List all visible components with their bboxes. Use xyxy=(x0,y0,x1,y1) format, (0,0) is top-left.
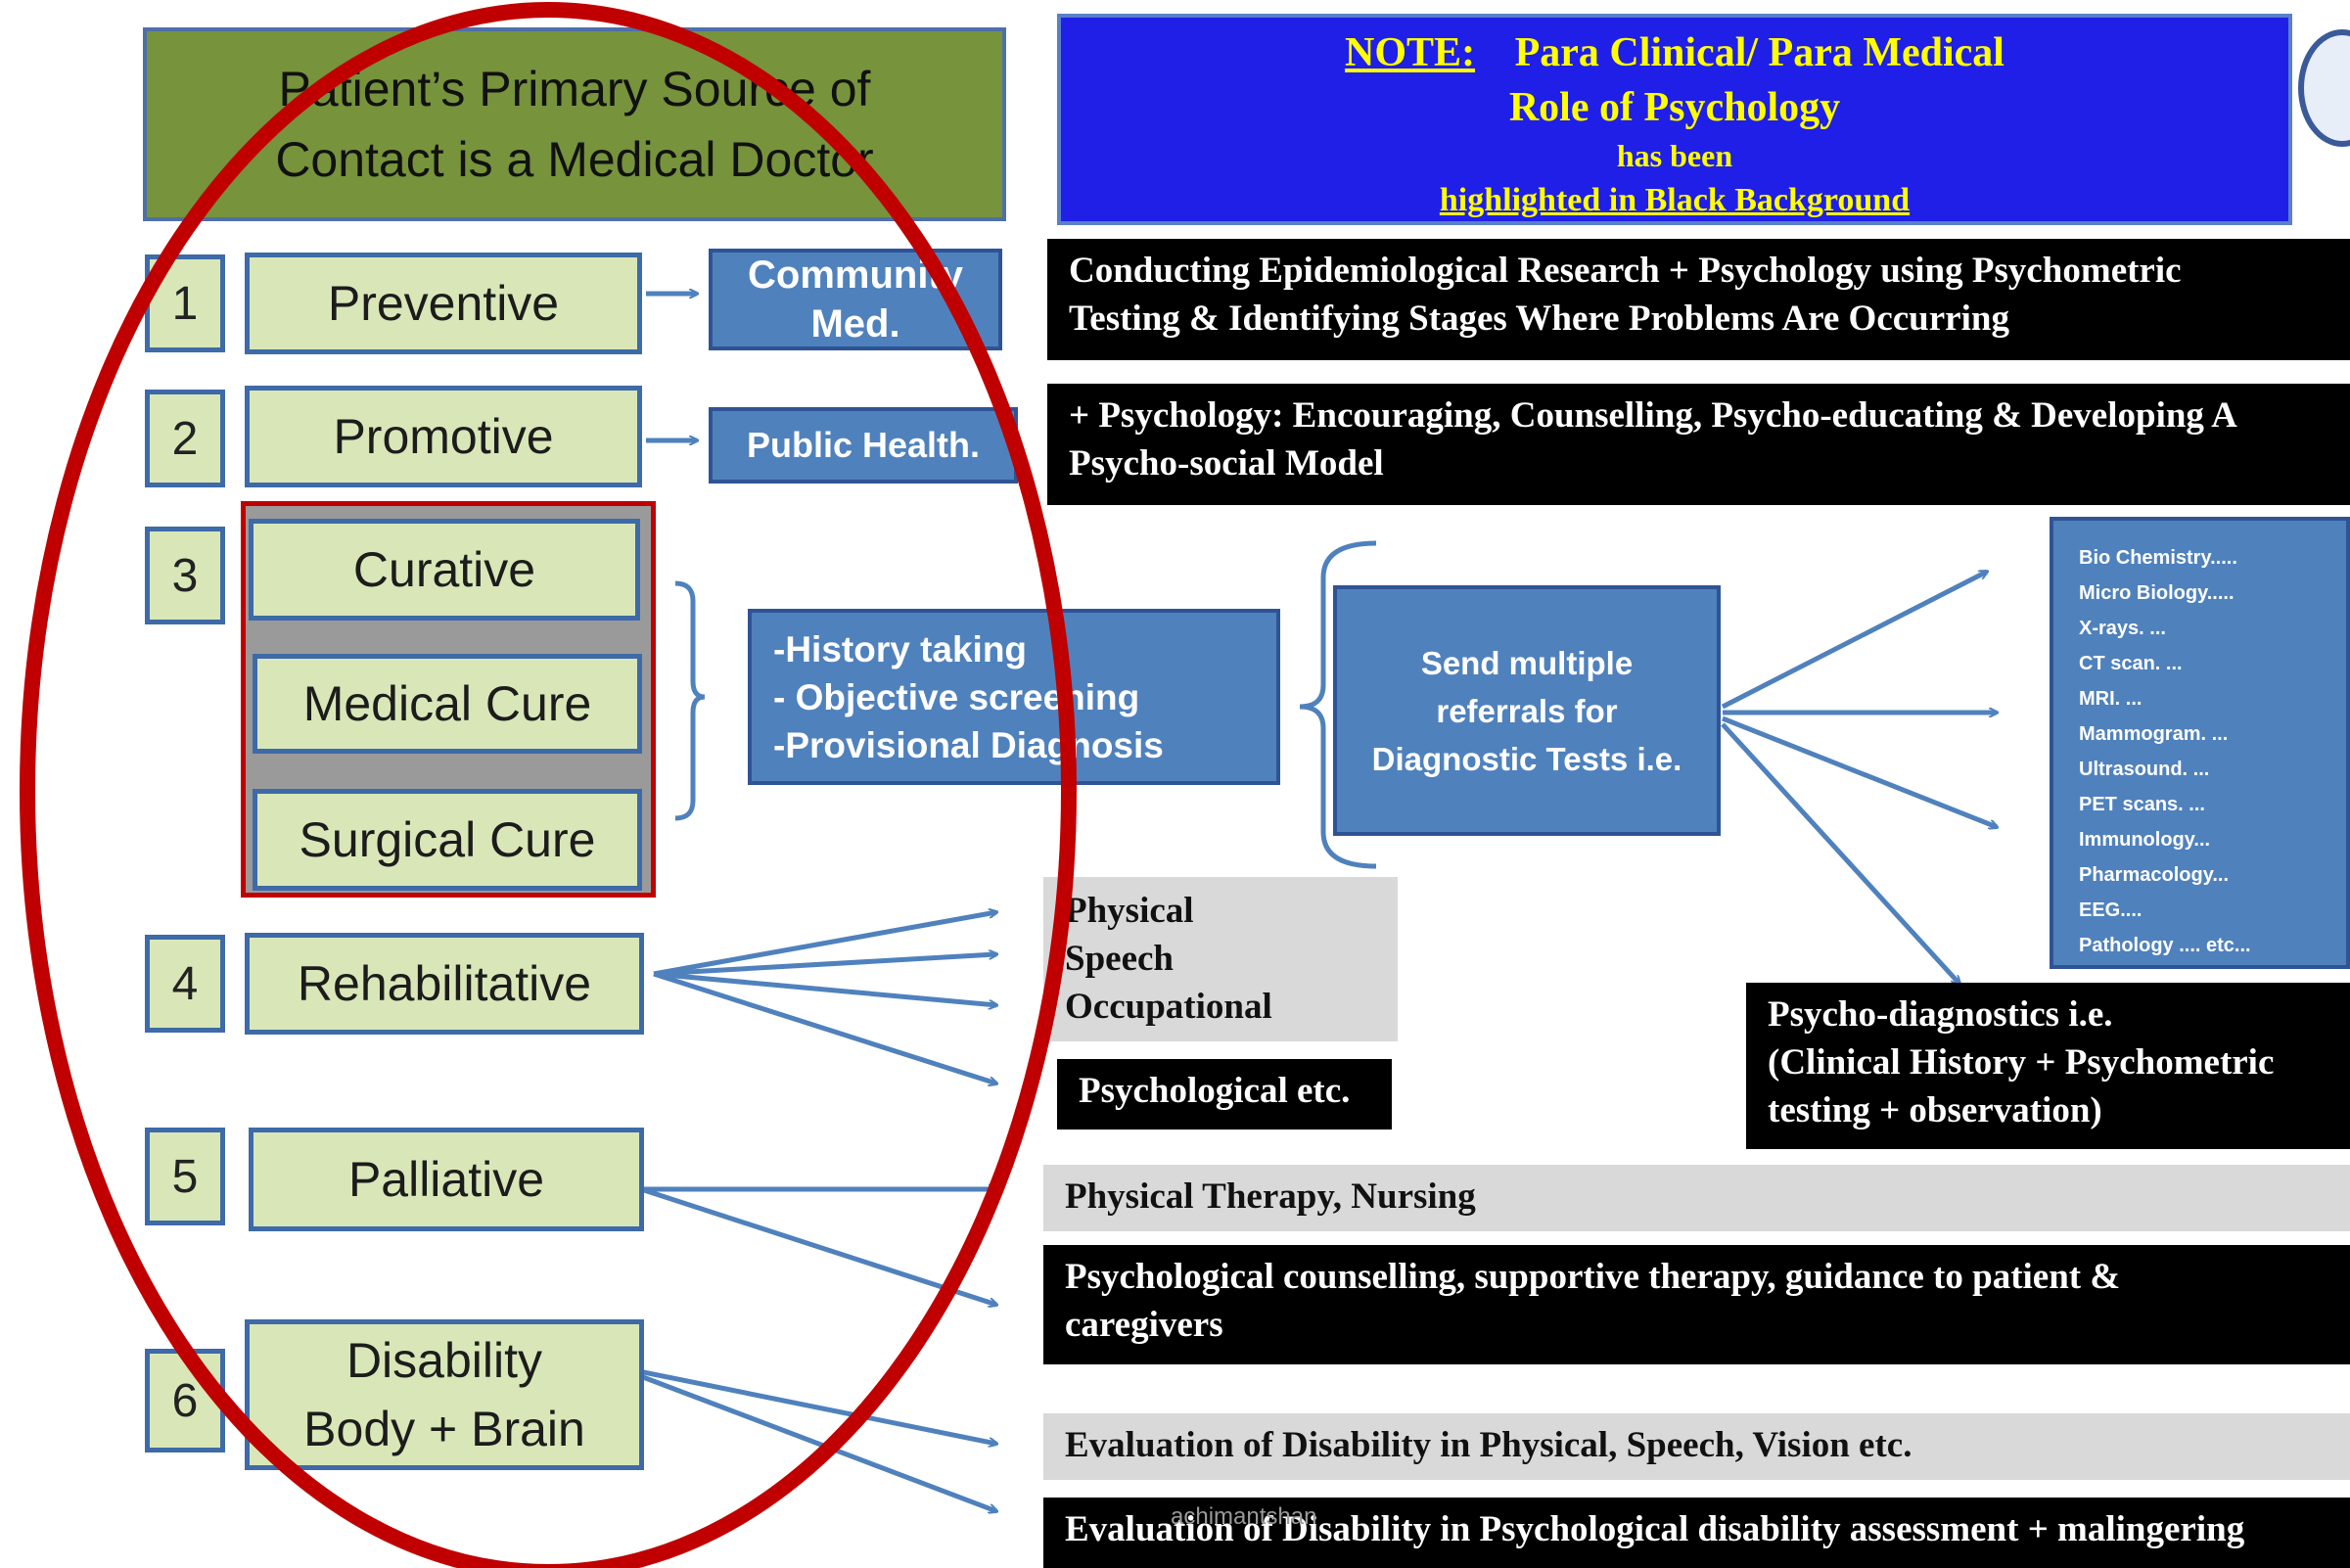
psych-encouraging-line-1: + Psychology: Encouraging, Counselling, … xyxy=(1069,395,2237,436)
number-badge-2: 2 xyxy=(145,390,225,487)
psych-disability-box: Evaluation of Disability in Psychologica… xyxy=(1043,1498,2350,1568)
referrals-box: Send multiple referrals for Diagnostic T… xyxy=(1333,585,1721,836)
psycho-diagnostics-line-3: testing + observation) xyxy=(1768,1090,2102,1130)
note-label: NOTE: xyxy=(1345,30,1476,75)
test-item: Pharmacology... xyxy=(2079,864,2230,886)
psych-epidemiology-line-2: Testing & Identifying Stages Where Probl… xyxy=(1069,299,2009,339)
number-badge-4: 4 xyxy=(145,935,225,1033)
history-item: -History taking xyxy=(773,628,1028,669)
test-item: Immunology... xyxy=(2079,829,2211,851)
test-item: PET scans. ... xyxy=(2079,794,2205,815)
test-item: X-rays. ... xyxy=(2079,618,2166,639)
arrow-disability-1 xyxy=(614,1363,996,1444)
arrow-referral-1 xyxy=(1721,569,1987,710)
arrow-referral-3 xyxy=(1722,715,1997,827)
psych-epidemiology-line-1: Conducting Epidemiological Research + Ps… xyxy=(1069,251,2182,291)
community-med-box: Community Med. xyxy=(709,249,1002,350)
test-item: Micro Biology..... xyxy=(2079,582,2235,604)
history-box: -History taking - Objective screening -P… xyxy=(748,609,1280,785)
referrals-line-3: Diagnostic Tests i.e. xyxy=(1371,740,1682,777)
community-med-line-1: Community xyxy=(748,254,963,297)
psych-counselling-line-1: Psychological counselling, supportive th… xyxy=(1065,1257,2121,1297)
therapy-item: Occupational xyxy=(1065,987,1272,1027)
test-item: MRI. ... xyxy=(2079,688,2143,710)
note-box: NOTE: Para Clinical/ Para Medical Role o… xyxy=(1057,14,2292,225)
arrow-palliative-2 xyxy=(640,1186,996,1305)
test-item: Pathology .... etc... xyxy=(2079,935,2251,956)
watermark: achimantshan xyxy=(1171,1503,1317,1530)
test-item: EEG.... xyxy=(2079,899,2143,921)
bracket-curative xyxy=(674,580,706,821)
category-preventive: Preventive xyxy=(245,253,642,354)
bracket-referrals xyxy=(1299,540,1377,869)
test-item: Ultrasound. ... xyxy=(2079,759,2210,780)
surgical-cure: Surgical Cure xyxy=(253,789,642,891)
arrow-referral-4 xyxy=(1721,722,1959,984)
number-badge-1: 1 xyxy=(145,254,225,352)
public-health-box: Public Health. xyxy=(709,407,1018,484)
referrals-line-2: referrals for xyxy=(1436,692,1618,729)
palliative-paramedical-box: Physical Therapy, Nursing xyxy=(1043,1165,2350,1231)
psych-counselling-box: Psychological counselling, supportive th… xyxy=(1043,1245,2350,1364)
category-palliative: Palliative xyxy=(249,1128,644,1231)
psych-rehab-box: Psychological etc. xyxy=(1057,1059,1392,1130)
category-promotive: Promotive xyxy=(245,386,642,487)
category-disability: Disability Body + Brain xyxy=(245,1319,644,1470)
category-curative: Curative xyxy=(249,519,640,621)
therapies-box: Physical Speech Occupational xyxy=(1043,877,1398,1041)
psycho-diagnostics-line-1: Psycho-diagnostics i.e. xyxy=(1768,994,2113,1035)
disability-line-2: Body + Brain xyxy=(303,1402,585,1456)
test-item: Mammogram. ... xyxy=(2079,723,2229,745)
referrals-line-1: Send multiple xyxy=(1420,644,1634,681)
psych-counselling-line-2: caregivers xyxy=(1065,1305,1223,1345)
number-badge-6: 6 xyxy=(145,1349,225,1453)
psych-encouraging-line-2: Psycho-social Model xyxy=(1069,443,1384,484)
note-line-3: has been xyxy=(1616,138,1733,173)
diagnostic-tests-list: Bio Chemistry..... Micro Biology..... X-… xyxy=(2050,517,2350,969)
therapy-item: Physical xyxy=(1065,891,1194,931)
history-item: - Objective screening xyxy=(773,676,1140,717)
test-item: CT scan. ... xyxy=(2079,653,2183,674)
psycho-diagnostics-box: Psycho-diagnostics i.e. (Clinical Histor… xyxy=(1746,983,2350,1149)
disability-line-1: Disability xyxy=(346,1333,543,1388)
psycho-diagnostics-line-2: (Clinical History + Psychometric xyxy=(1768,1042,2275,1083)
psych-encouraging-box: + Psychology: Encouraging, Counselling, … xyxy=(1047,384,2350,505)
note-line-2: Role of Psychology xyxy=(1508,85,1841,130)
arrow-disability-2 xyxy=(614,1363,996,1511)
test-item: Bio Chemistry..... xyxy=(2079,547,2237,569)
therapy-item: Speech xyxy=(1065,939,1174,979)
number-badge-5: 5 xyxy=(145,1128,225,1225)
category-rehabilitative: Rehabilitative xyxy=(245,933,644,1035)
history-item: -Provisional Diagnosis xyxy=(773,724,1164,765)
note-title: Para Clinical/ Para Medical xyxy=(1514,30,2004,75)
medical-cure: Medical Cure xyxy=(253,654,642,754)
disability-paramedical-box: Evaluation of Disability in Physical, Sp… xyxy=(1043,1413,2350,1480)
number-badge-3: 3 xyxy=(145,527,225,624)
note-line-4: highlighted in Black Background xyxy=(1439,182,1911,218)
community-med-line-2: Med. xyxy=(810,302,900,346)
psych-epidemiology-box: Conducting Epidemiological Research + Ps… xyxy=(1047,239,2350,360)
